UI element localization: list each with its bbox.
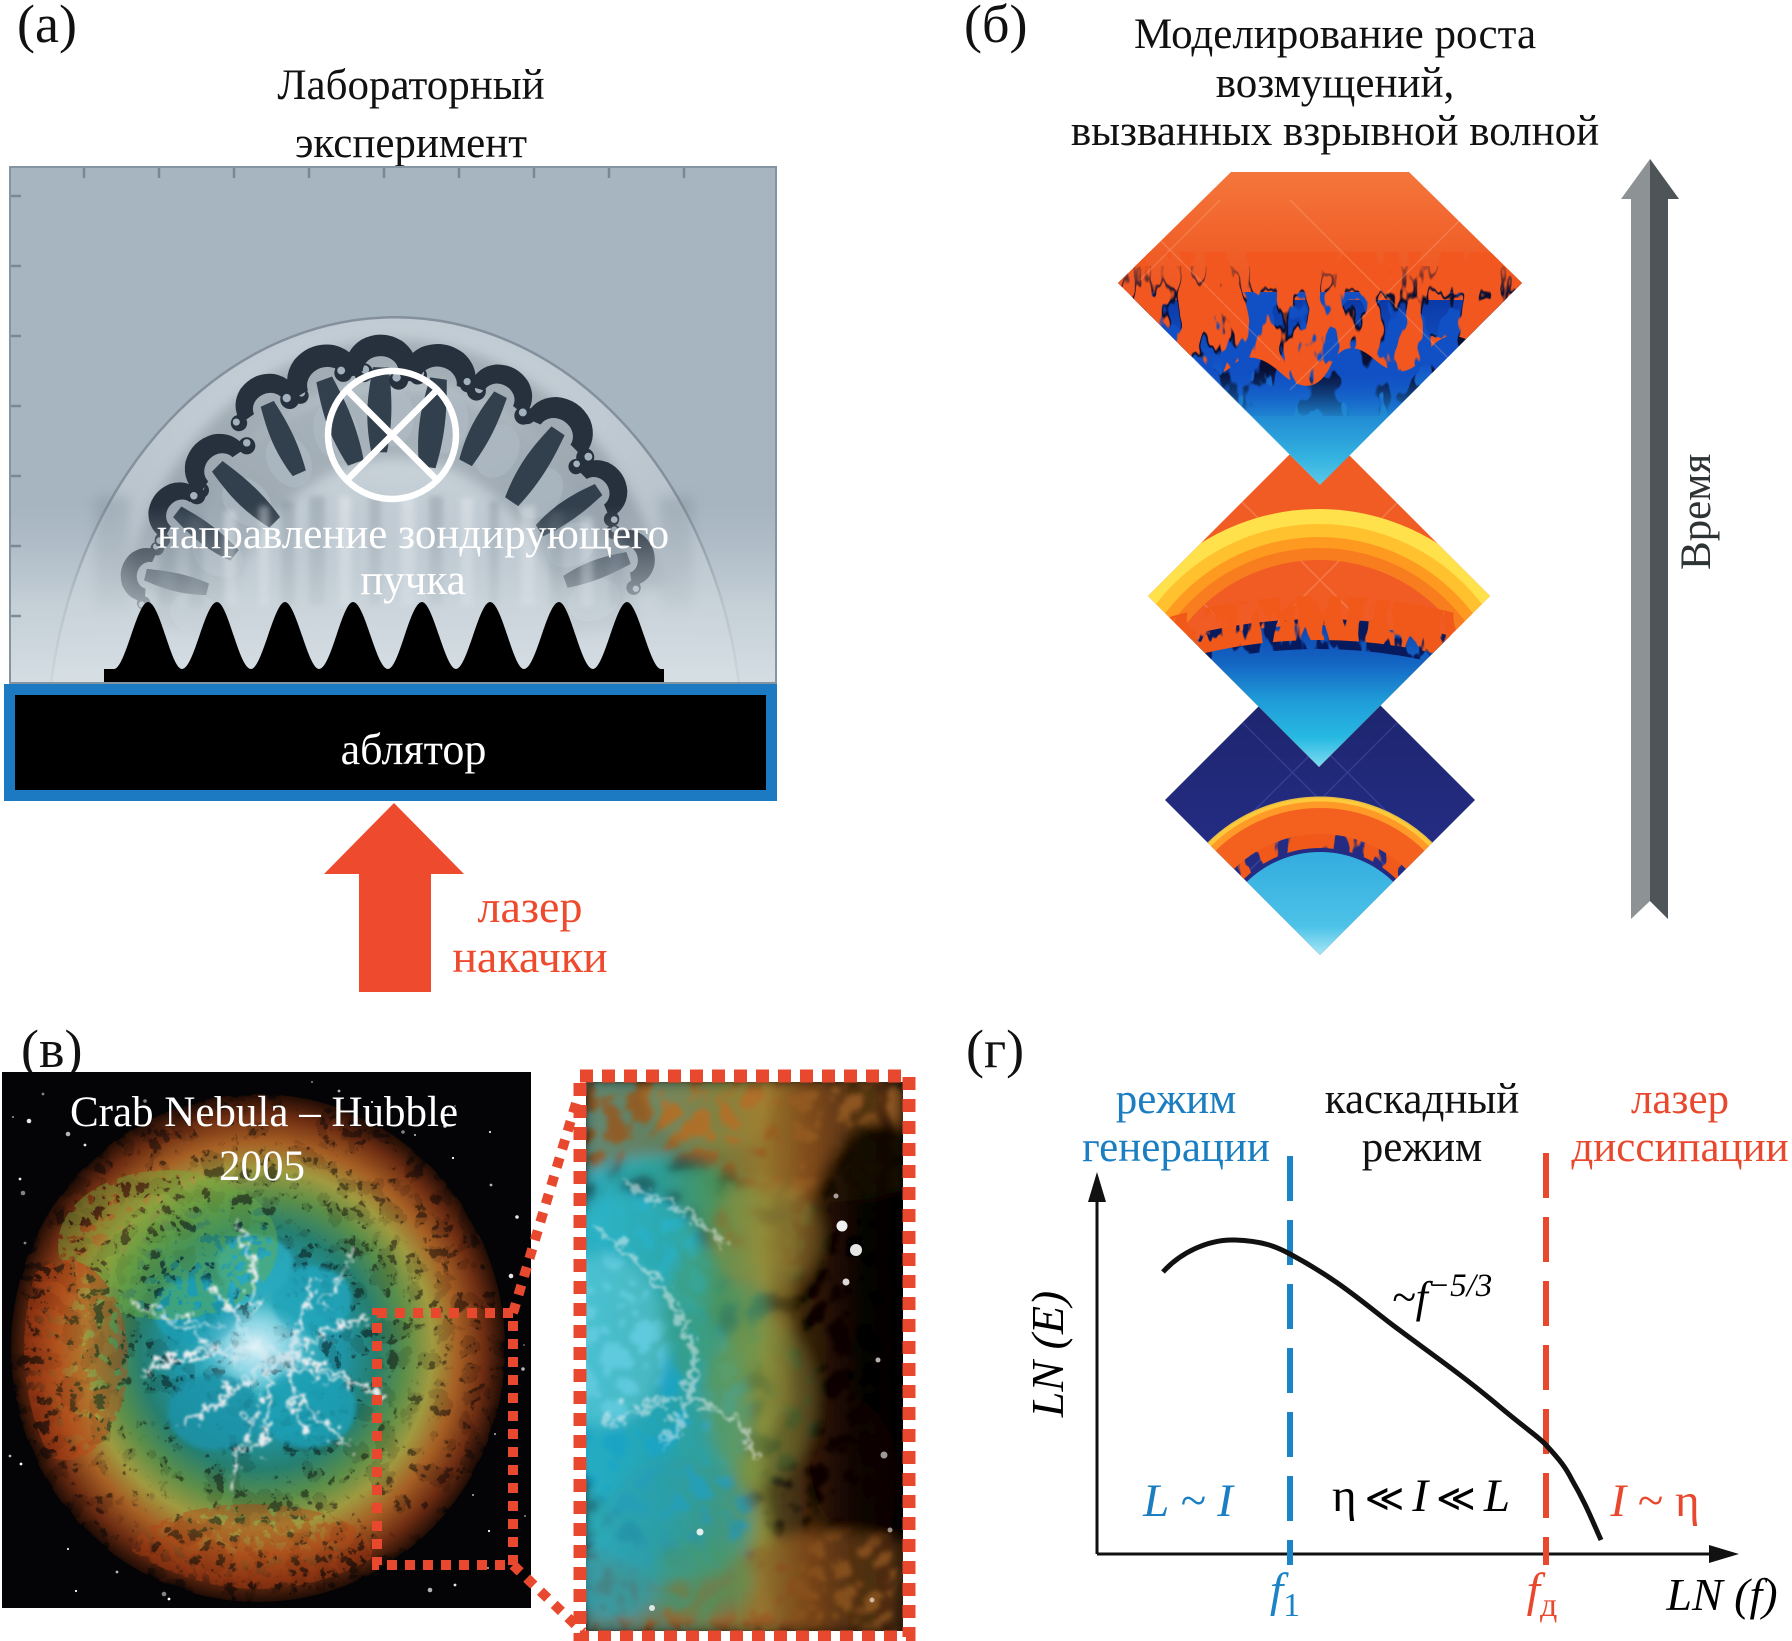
svg-text:~f−5/3: ~f−5/3 [1392,1268,1492,1322]
svg-text:каскадный: каскадный [1325,1076,1520,1123]
svg-text:L ~ I: L ~ I [1142,1475,1235,1527]
svg-text:режим: режим [1362,1124,1483,1171]
svg-text:f1: f1 [1270,1564,1300,1624]
svg-text:LN (f): LN (f) [1665,1569,1777,1620]
svg-text:режим: режим [1116,1076,1237,1123]
svg-text:fд: fд [1527,1564,1558,1624]
svg-text:лазер: лазер [1631,1076,1729,1123]
svg-text:Crab Nebula – Hubble: Crab Nebula – Hubble [70,1089,458,1136]
svg-text:η≪I≪L: η≪I≪L [1332,1470,1510,1522]
svg-text:пучка: пучка [360,557,465,604]
svg-text:генерации: генерации [1082,1124,1270,1171]
svg-text:направление зондирующего: направление зондирующего [157,511,669,558]
svg-text:I ~ η: I ~ η [1609,1475,1699,1527]
svg-text:диссипации: диссипации [1571,1124,1788,1171]
svg-text:2005: 2005 [219,1143,305,1190]
svg-text:LN (E): LN (E) [1022,1291,1073,1419]
